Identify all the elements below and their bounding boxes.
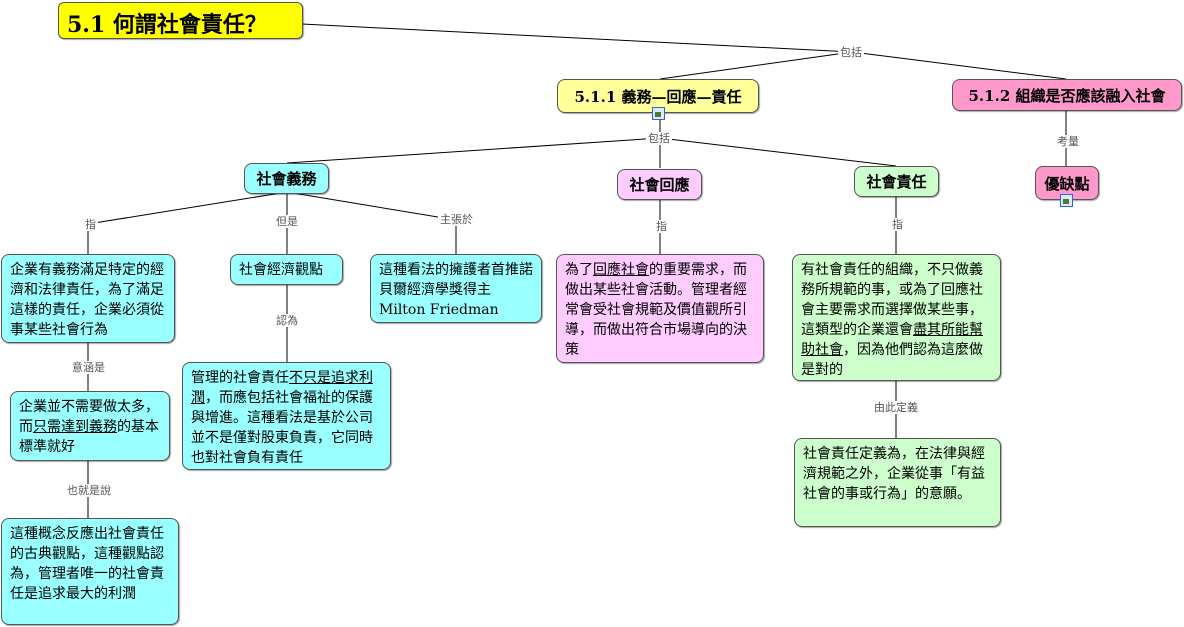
main-title: 5.1 何謂社會責任？ xyxy=(58,2,303,39)
node-social-response[interactable]: 社會回應 xyxy=(617,169,702,200)
link-label-defined: 由此定義 xyxy=(872,401,920,414)
text: 為了 xyxy=(565,262,593,278)
text: 有社會責任的組織，不只做義務所規範的事，或為了回應社會主要需求而選擇做某些事，這… xyxy=(801,262,983,338)
node-social-responsibility[interactable]: 社會責任 xyxy=(854,166,939,197)
link-label-consider: 考量 xyxy=(1055,135,1081,148)
node-social-obligation[interactable]: 社會義務 xyxy=(244,163,329,194)
node-classical-view[interactable]: 這種概念反應出社會責任的古典觀點，這種觀點認為，管理者唯一的社會責任是追求最大的… xyxy=(1,518,179,625)
node-response-definition[interactable]: 為了回應社會的重要需求，而做出某些社會活動。管理者經常會受社會規範及價值觀所引導… xyxy=(556,254,764,363)
node-responsibility-statement[interactable]: 社會責任定義為，在法律與經濟規範之外，企業從事「有益社會的事或行為」的意願。 xyxy=(794,438,1001,527)
link-label-refers: 指 xyxy=(83,218,98,231)
node-obligation-definition[interactable]: 企業有義務滿足特定的經濟和法律責任，為了滿足這樣的責任，企業必須從事某些社會行為 xyxy=(1,254,175,343)
node-responsibility-definition[interactable]: 有社會責任的組織，不只做義務所規範的事，或為了回應社會主要需求而選擇做某些事，這… xyxy=(792,254,1001,381)
underlined-text: 只需達到義務 xyxy=(33,419,117,435)
underlined-text: 回應社會 xyxy=(593,262,649,278)
node-organization-society[interactable]: 5.1.2 組織是否應該融入社會 xyxy=(952,79,1182,111)
text: ，因為他們認為這麼做是對的 xyxy=(801,342,983,378)
node-management-view[interactable]: 管理的社會責任不只是追求利潤，而應包括社會福祉的保護與增進。這種看法是基於公司並… xyxy=(182,362,391,470)
text: 企業並不需要做太多，而 xyxy=(19,399,159,435)
text: ，而應包括社會福祉的保護與增進。這種看法是基於公司並不是僅對股東負責，它同時也對… xyxy=(191,390,373,466)
image-icon[interactable] xyxy=(1060,194,1073,207)
link-label-implies: 意涵是 xyxy=(70,361,107,374)
link-label-includes: 包括 xyxy=(646,132,672,145)
image-icon[interactable] xyxy=(652,107,665,120)
node-minimum-obligation[interactable]: 企業並不需要做太多，而只需達到義務的基本標準就好 xyxy=(10,391,170,461)
link-label-includes: 包括 xyxy=(838,46,864,59)
text: 的基本標準就好 xyxy=(19,419,159,455)
node-socioeconomic-view[interactable]: 社會經濟觀點 xyxy=(230,254,343,285)
node-advocates[interactable]: 這種看法的擁護者首推諾貝爾經濟學獎得主Milton Friedman xyxy=(370,254,542,323)
link-label-believes: 認為 xyxy=(274,314,300,327)
text: 管理的社會責任 xyxy=(191,370,289,386)
link-label-refers: 指 xyxy=(654,220,669,233)
link-label-advocate: 主張於 xyxy=(438,213,475,226)
underlined-text: 不只是追求利潤 xyxy=(191,370,373,406)
link-label-refers: 指 xyxy=(890,218,905,231)
text: 的重要需求，而做出某些社會活動。管理者經常會受社會規範及價值觀所引導，而做出符合… xyxy=(565,262,747,358)
link-label-but: 但是 xyxy=(274,215,300,228)
underlined-text: 盡其所能幫助社會 xyxy=(801,322,983,358)
link-label-that-is: 也就是說 xyxy=(65,484,113,497)
